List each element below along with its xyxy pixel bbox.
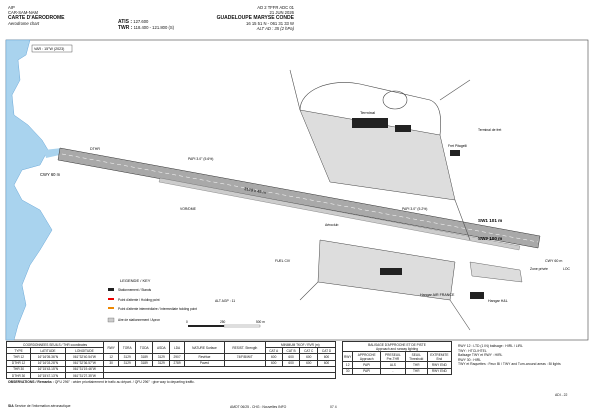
footer-code: ADI - 22	[555, 393, 568, 397]
cwy2-label: CWY 60 m	[545, 259, 562, 263]
hangar-label: Hangar AIR FRANCE	[420, 293, 455, 297]
terminal-fret-label: Terminal de fret	[478, 128, 501, 132]
footer-sia: SIA Service de l'information aéronautiqu…	[8, 404, 71, 408]
fuel-label: FUEL CIV	[275, 259, 291, 263]
water-area	[5, 39, 53, 341]
aero-club-label: Aéroclub	[325, 223, 338, 227]
header-freq: ATIS : 127.600 TWR : 118.400 - 121.800 (…	[118, 19, 174, 31]
lt-col-end: EXTREMITE End	[426, 351, 453, 363]
lt-col-rwy: RWY	[341, 351, 354, 363]
aerodrome-alt: ALT AD : 35 (2 hPa)	[256, 26, 294, 31]
runway	[57, 147, 541, 249]
terminal-building	[352, 118, 388, 128]
sw2-label: SW2 100 m	[478, 236, 502, 241]
page-date: 21 JUN 2026	[269, 10, 294, 15]
cwy-label: CWY 60 m	[40, 172, 61, 177]
papi30-label: PAPI 3.0° (5.2%)	[402, 207, 427, 211]
coordinates-table: COORDONNEES SEUILS / THR coordinates RWY…	[5, 340, 337, 380]
legend-item-stands: Stationnement / Stands	[118, 288, 152, 292]
freight-building	[395, 125, 411, 132]
lt-col-appr: APPROCHE Approach	[352, 351, 381, 363]
col-nature: NATURE Surface	[183, 340, 226, 355]
region-label: CAR-SAM-NAM	[8, 10, 39, 15]
hangar-hs-building	[470, 292, 484, 299]
aerodrome-name: GUADELOUPE MARYSE CONDE	[216, 15, 294, 21]
legend-item-intermediate: Point d'attente intermédiaire / Intermed…	[118, 307, 197, 311]
col-asda: ASDA	[152, 340, 171, 355]
terminal-label: Terminal	[360, 110, 375, 115]
papi12-label: PAPI 3.0° (5.6%)	[188, 157, 213, 161]
observations: OBSERVATIONS / Remarks : QFU 296° : céde…	[8, 380, 195, 384]
dthr-label: DTHR	[90, 147, 100, 151]
loc-label: LOC	[563, 267, 571, 271]
footer-amdt: AMDT 06/25 - CHG : Nouvelles INFO	[230, 405, 287, 409]
terminal-road	[299, 82, 441, 136]
var-label: VAR : 15°W (2023)	[34, 47, 64, 51]
scale-bar	[188, 324, 261, 328]
scale-zero: 0	[186, 320, 188, 324]
sw1-label: SW1 101 m	[478, 218, 502, 223]
var-box	[31, 44, 73, 53]
lt-col-thr: SEUIL Threshold	[404, 351, 428, 363]
page-ref: AD 2 TFFR ADC 01	[257, 5, 294, 10]
aerodrome-coords: 16 15 51 N - 061 31 33 W	[246, 21, 294, 26]
hangar-building	[380, 268, 402, 275]
footer-page: 07 4	[330, 405, 337, 409]
parallel-taxiway	[158, 177, 521, 251]
map-frame	[5, 39, 589, 341]
legend-item-holding: Point d'attente / Holding point	[118, 298, 160, 302]
scale-500: 500 m	[256, 320, 265, 324]
col-lda: LDA	[169, 340, 185, 355]
col-rwy: RWY	[103, 340, 120, 355]
col-resist: RESIST. Strength	[224, 340, 266, 355]
header-right: AD 2 TFFR ADC 01 21 JUN 2026 GUADELOUPE …	[214, 5, 294, 31]
vor-label: VOR/DME	[180, 207, 197, 211]
atis-freq: ATIS : 127.600	[118, 19, 149, 25]
freight-terminal-building	[450, 150, 460, 156]
twr-freq: TWR : 118.400 - 121.800 (S)	[118, 25, 175, 31]
lighting-notes: RWY 12 : LTD (1 IN) balisage : HIRL / LI…	[458, 344, 561, 367]
roundabout	[382, 90, 408, 110]
chart-title-en: Aerodrome chart	[8, 21, 40, 26]
legend-item-apron: Aire de stationnement / Apron	[118, 318, 160, 322]
col-tora: TORA	[118, 340, 137, 355]
chart-title: CARTE D'AERODROME	[8, 15, 65, 21]
water-inlet	[44, 148, 64, 158]
header-left: AIP CAR-SAM-NAM CARTE D'AERODROME Aerodr…	[8, 5, 64, 26]
roads	[289, 69, 471, 331]
aip-label: AIP	[8, 5, 15, 10]
col-toda: TODA	[135, 340, 154, 355]
legend-symbols	[107, 288, 115, 323]
runway-length-label: 3129 x 45 m	[244, 186, 267, 195]
scale-250: 250	[220, 320, 226, 324]
legend-title: LEGENDE / KEY	[120, 278, 151, 283]
hangar-hs-label: Hangar H&L	[488, 299, 508, 303]
lt-col-prethr: PRESEUIL Pre-THR	[379, 351, 406, 363]
zone-privee-label: Zone privée	[530, 267, 548, 271]
alt-label: ALT AGP : 11	[215, 299, 235, 303]
east-apron	[469, 261, 523, 283]
fret-label: Fret Pitagelli	[448, 144, 467, 148]
